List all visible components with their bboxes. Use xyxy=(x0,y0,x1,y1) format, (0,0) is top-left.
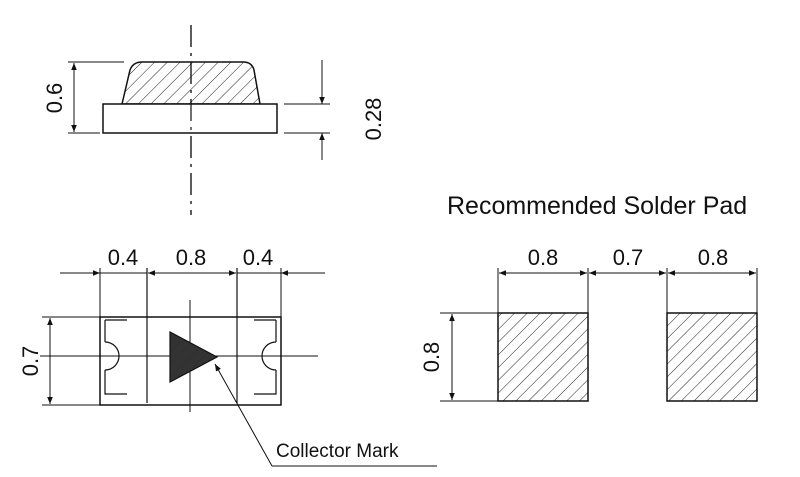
dim-label-top-right-width: 0.4 xyxy=(243,245,274,270)
dim-label-pad-right-width: 0.8 xyxy=(698,245,729,270)
dim-label-side-height-base: 0.28 xyxy=(361,98,386,141)
solder-pad-right xyxy=(666,312,758,402)
dim-label-pad-gap: 0.7 xyxy=(613,245,644,270)
side-view-base xyxy=(102,103,278,134)
collector-leader-line xyxy=(214,363,273,467)
top-view-right-terminal xyxy=(254,319,277,395)
top-view xyxy=(40,268,437,467)
dim-label-side-height-total: 0.6 xyxy=(42,83,67,114)
dim-label-top-center-width: 0.8 xyxy=(176,245,207,270)
dim-label-top-height: 0.7 xyxy=(18,346,43,377)
dim-label-pad-left-width: 0.8 xyxy=(528,245,559,270)
side-view xyxy=(68,25,330,215)
dim-label-top-left-width: 0.4 xyxy=(108,245,139,270)
solder-pad-view xyxy=(440,268,758,402)
collector-mark-label: Collector Mark xyxy=(276,441,399,462)
dim-label-pad-height: 0.8 xyxy=(419,342,444,373)
solder-pad-title: Recommended Solder Pad xyxy=(447,192,747,220)
solder-pad-left xyxy=(497,312,589,402)
top-view-left-terminal xyxy=(104,319,127,395)
